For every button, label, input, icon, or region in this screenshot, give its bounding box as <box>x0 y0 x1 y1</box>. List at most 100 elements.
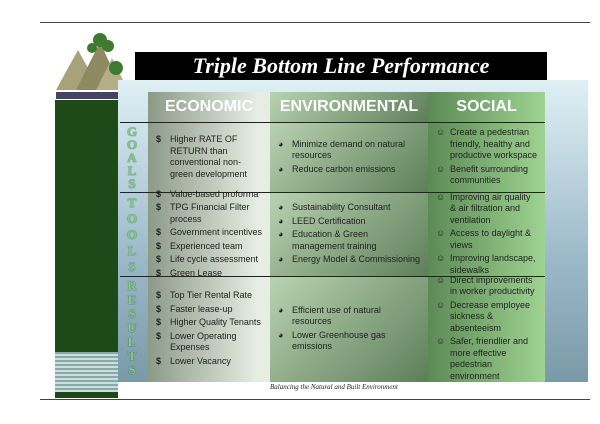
company-logo <box>56 28 130 100</box>
globe-icon: ◕ <box>278 163 284 174</box>
dollar-icon: $ <box>156 330 162 341</box>
list-item: $Green Lease <box>154 268 264 280</box>
header-economic: ECONOMIC <box>148 92 270 122</box>
dollar-icon: $ <box>156 134 162 144</box>
list-item: $ Faster lease-up <box>154 304 264 316</box>
list-item: ☺ Safer, friendlier and more effective pe… <box>434 336 539 382</box>
cell-social: ☺ Improving air quality & air filtration … <box>428 192 545 277</box>
dollar-icon: $ <box>156 254 162 265</box>
list-item: ☺Direct improvements in worker productiv… <box>434 275 539 298</box>
row-label-tools: TOOLS <box>122 195 142 279</box>
list-item: ◕Sustainability Consultant <box>276 202 422 214</box>
item-text: Decrease employee sickness & absenteeism <box>450 299 531 333</box>
dollar-icon: $ <box>156 317 162 327</box>
smiley-icon: ☺ <box>436 274 446 285</box>
smiley-icon: ☺ <box>436 163 446 174</box>
row-label-text: RESULTS <box>127 278 137 377</box>
list-item: ◕Minimize demand on natural resources <box>276 139 422 162</box>
item-text: Government incentives <box>170 227 263 238</box>
list-item: $Value-based proforma <box>154 189 264 201</box>
item-text: Create a pedestrian friendly, healthy an… <box>450 127 538 161</box>
list-item: $ Higher Quality Tenants <box>154 317 264 329</box>
smiley-icon: ☺ <box>436 191 446 202</box>
list-item: ◕LEED Certification <box>276 216 422 228</box>
list-item: $ Experienced team <box>154 241 264 253</box>
list-item: $ Lower Operating Expenses <box>154 331 264 354</box>
list-item: ☺ Improving air quality & air filtration … <box>434 192 539 227</box>
dollar-icon: $ <box>156 267 162 278</box>
row-label-results: RESULTS <box>122 279 142 384</box>
item-text: Higher Quality Tenants <box>170 317 261 327</box>
cell-economic: $ Higher RATE OF RETURN than conventional… <box>148 123 270 193</box>
list-item: ◕ Reduce carbon emissions <box>276 164 422 176</box>
item-text: Improving landscape, sidewalks <box>450 253 536 275</box>
list-item: ◕Lower Greenhouse gas emissions <box>276 330 422 353</box>
item-text: Reduce carbon emissions <box>292 163 396 174</box>
globe-icon: ◕ <box>278 229 284 240</box>
smiley-icon: ☺ <box>436 336 446 347</box>
dollar-icon: $ <box>156 303 162 314</box>
smiley-icon: ☺ <box>436 299 446 310</box>
cell-environmental: ◕ Efficient use of natural resources ◕Lowe… <box>270 277 428 382</box>
list-item: ◕ Efficient use of natural resources <box>276 305 422 328</box>
water-image <box>55 352 118 392</box>
item-text: TPG Financial Filter process <box>170 202 250 224</box>
item-text: Lower Vacancy <box>170 355 231 366</box>
list-item: ◕ Energy Model & Commissioning <box>276 254 422 266</box>
smiley-icon: ☺ <box>436 228 446 239</box>
list-item: ☺ Create a pedestrian friendly, healthy a… <box>434 127 539 162</box>
row-label-text: GOALS <box>126 124 138 191</box>
list-item: $ Life cycle assessment <box>154 254 264 266</box>
dollar-icon: $ <box>156 227 162 238</box>
cell-economic: $Value-based proforma$TPG Financial Filt… <box>148 189 270 280</box>
dollar-icon: $ <box>156 355 162 366</box>
item-text: Safer, friendlier and more effective ped… <box>450 336 529 381</box>
item-text: Faster lease-up <box>170 303 233 314</box>
dollar-icon: $ <box>156 188 162 199</box>
smiley-icon: ☺ <box>436 253 446 264</box>
cell-environmental: ◕Sustainability Consultant◕LEED Certific… <box>270 193 428 277</box>
list-item: $ Lower Vacancy <box>154 356 264 368</box>
cell-environmental: ◕Minimize demand on natural resources◕ Re… <box>270 123 428 193</box>
caption: Balancing the Natural and Built Environm… <box>270 383 398 391</box>
list-item: ☺Benefit surrounding communities <box>434 164 539 187</box>
item-text: Life cycle assessment <box>170 254 259 265</box>
smiley-icon: ☺ <box>436 127 446 138</box>
row-divider <box>120 122 545 123</box>
globe-icon: ◕ <box>278 138 284 149</box>
sidebar-decoration <box>55 100 118 398</box>
item-text: Experienced team <box>170 240 243 251</box>
list-item: ☺ Decrease employee sickness & absenteeis… <box>434 300 539 335</box>
cell-social: ☺ Create a pedestrian friendly, healthy a… <box>428 123 545 193</box>
list-item: $ Higher RATE OF RETURN than conventional… <box>154 134 264 180</box>
slide-title: Triple Bottom Line Performance <box>135 52 547 80</box>
row-label-goals: GOALS <box>122 125 142 195</box>
item-text: Improving air quality & air filtration a… <box>450 191 531 225</box>
item-text: Sustainability Consultant <box>292 202 391 213</box>
cell-economic: $ Top Tier Rental Rate $ Faster lease-up $ Hi… <box>148 277 270 382</box>
item-text: Lower Operating Expenses <box>170 330 237 353</box>
dollar-icon: $ <box>156 240 162 251</box>
cell-social: ☺Direct improvements in worker productiv… <box>428 275 545 382</box>
dollar-icon: $ <box>156 290 162 300</box>
list-item: ☺ Improving landscape, sidewalks <box>434 253 539 276</box>
dollar-icon: $ <box>156 202 162 213</box>
item-text: Higher RATE OF RETURN than conventional … <box>170 134 248 179</box>
list-item: $ Top Tier Rental Rate <box>154 290 264 302</box>
item-text: Education & Green management training <box>292 229 377 251</box>
item-text: Top Tier Rental Rate <box>170 290 253 300</box>
row-divider <box>120 276 545 277</box>
list-item: ◕ Education & Green management training <box>276 229 422 252</box>
item-text: Energy Model & Commissioning <box>292 254 421 265</box>
globe-icon: ◕ <box>278 304 284 315</box>
globe-icon: ◕ <box>278 254 284 265</box>
item-text: LEED Certification <box>292 215 366 226</box>
list-item: $ TPG Financial Filter process <box>154 202 264 225</box>
header-social: SOCIAL <box>428 92 545 122</box>
item-text: Access to daylight & views <box>450 228 532 250</box>
list-item: $ Government incentives <box>154 227 264 239</box>
globe-icon: ◕ <box>278 329 284 340</box>
slide-frame <box>40 22 590 400</box>
header-environmental: ENVIRONMENTAL <box>270 92 428 122</box>
item-text: Efficient use of natural resources <box>292 304 381 327</box>
